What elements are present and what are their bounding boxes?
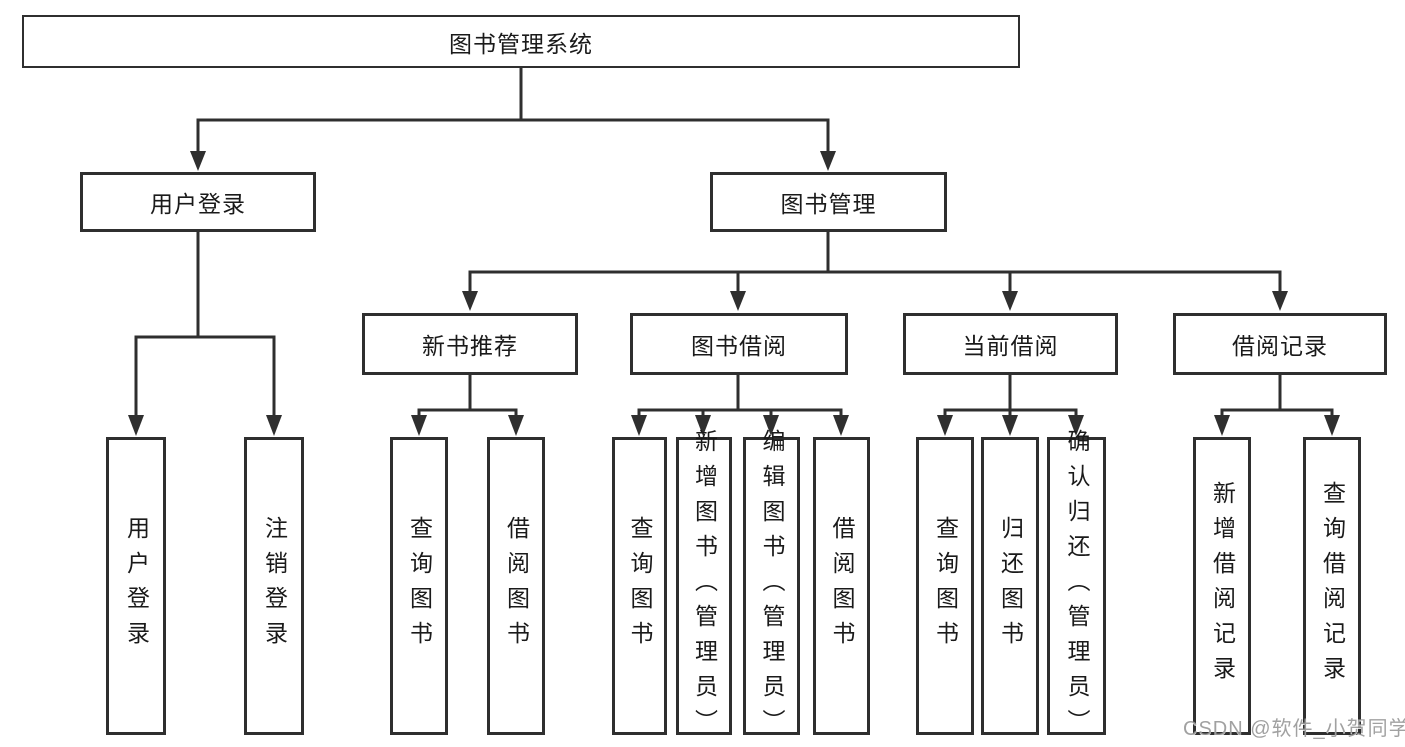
node-label: 新增借阅记录 — [1209, 481, 1236, 691]
connector-borrow-records — [1214, 375, 1340, 436]
node-label: 归还图书 — [997, 516, 1024, 656]
node-library-system: 图书管理系统 — [22, 15, 1020, 68]
node-query-books-2: 查询图书 — [612, 437, 667, 735]
node-add-books-admin: 新增图书（管理员） — [676, 429, 732, 744]
node-borrow-records: 借阅记录 — [1173, 313, 1387, 375]
node-label: 图书借阅 — [691, 333, 787, 359]
node-label: 图书管理系统 — [449, 30, 593, 57]
node-current-borrow: 当前借阅 — [903, 313, 1118, 375]
node-label: 注销登录 — [261, 516, 288, 656]
node-edit-books-admin: 编辑图书（管理员） — [743, 429, 800, 744]
node-logout: 注销登录 — [244, 437, 304, 735]
node-label: 借阅图书 — [829, 516, 855, 656]
node-query-borrow-record: 查询借阅记录 — [1303, 437, 1361, 735]
connector-user-login — [128, 232, 282, 436]
node-label: 借阅图书 — [503, 516, 530, 656]
node-book-management: 图书管理 — [710, 172, 947, 232]
node-return-books: 归还图书 — [981, 437, 1039, 735]
node-user-login: 用户登录 — [80, 172, 316, 232]
node-query-books-1: 查询图书 — [390, 437, 448, 735]
connector-current-borrow — [937, 375, 1084, 436]
node-label: 借阅记录 — [1232, 333, 1328, 359]
connector-book-borrow — [631, 375, 849, 436]
node-label: 图书管理 — [780, 191, 877, 217]
node-add-borrow-record: 新增借阅记录 — [1193, 437, 1251, 735]
node-label: 新书推荐 — [422, 333, 518, 359]
node-label: 查询图书 — [627, 516, 653, 656]
node-label: 确认归还（管理员） — [1064, 428, 1090, 744]
node-label: 编辑图书（管理员） — [759, 428, 785, 744]
node-label: 查询借阅记录 — [1319, 481, 1346, 691]
connector-root — [190, 68, 836, 171]
node-new-book-recommend: 新书推荐 — [362, 313, 578, 375]
node-user-login-action: 用户登录 — [106, 437, 166, 735]
node-label: 新增图书（管理员） — [691, 428, 718, 744]
csdn-watermark: CSDN @软件_小贺同学 — [1183, 718, 1405, 740]
node-query-books-3: 查询图书 — [916, 437, 974, 735]
node-label: 查询图书 — [406, 516, 433, 656]
connector-new-book — [411, 375, 524, 436]
node-label: 用户登录 — [150, 191, 246, 217]
node-label: 查询图书 — [932, 516, 959, 656]
node-book-borrow: 图书借阅 — [630, 313, 848, 375]
connector-book-management — [462, 232, 1288, 311]
node-borrow-books-2: 借阅图书 — [813, 437, 870, 735]
node-label: 当前借阅 — [962, 333, 1059, 359]
node-confirm-return-admin: 确认归还（管理员） — [1047, 429, 1106, 744]
node-borrow-books-1: 借阅图书 — [487, 437, 545, 735]
node-label: 用户登录 — [123, 516, 150, 656]
